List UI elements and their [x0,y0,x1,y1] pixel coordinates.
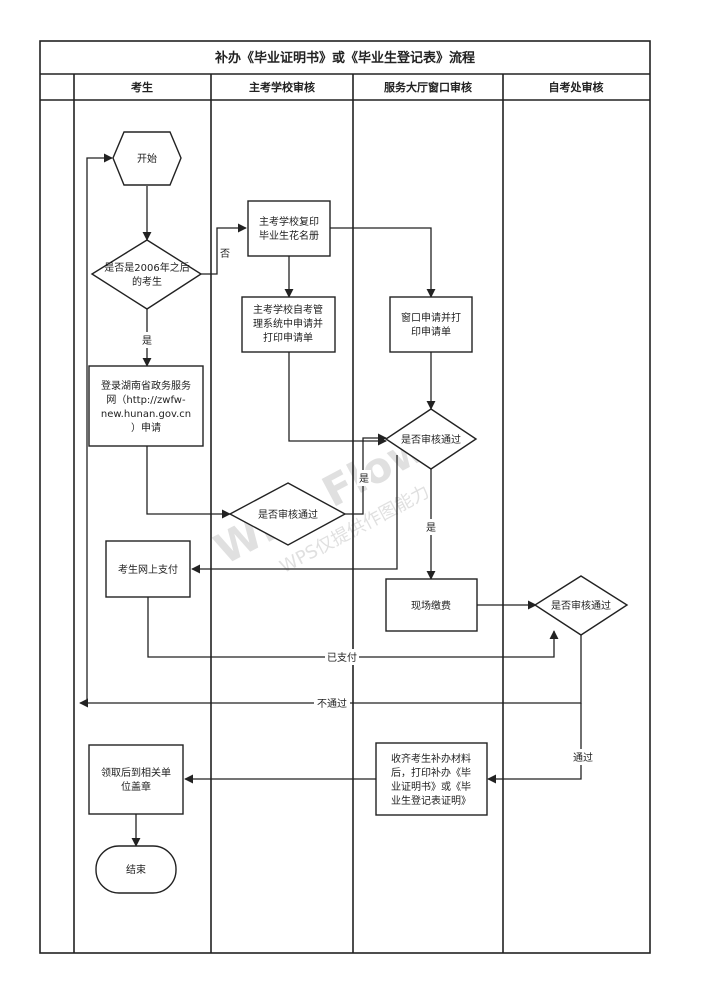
node-label: 毕业生花名册 [259,229,319,242]
node-decision-2006: 是否是2006年之后 的考生 [90,239,203,310]
node-label: 结束 [126,863,146,876]
node-label: 开始 [137,152,157,165]
node-onsite-pay: 现场缴费 [385,578,478,632]
node-school-check: 是否审核通过 [228,482,347,546]
edge-school-apply-to-window-check [288,352,387,446]
node-collect-materials: 收齐考生补办材料 后，打印补办《毕 业证明书》或《毕 业生登记表证明》 [375,742,488,816]
edge-label-pass: 通过 [573,751,593,764]
node-window-check: 是否审核通过 [384,408,478,470]
node-label: 领取后到相关单 [101,766,171,779]
edge-fail-back-to-start [86,153,113,703]
edge-label-no: 否 [220,248,230,260]
node-school-copy: 主考学校复印 毕业生花名册 [247,200,331,257]
process-shape [375,742,488,816]
process-shape [385,578,478,632]
node-final-check: 是否审核通过 [533,575,629,636]
edge-login-to-school-check [146,446,231,519]
process-shape [88,744,184,815]
node-window-apply: 窗口申请并打 印申请单 [389,296,473,353]
decision-shape [384,408,478,470]
process-shape [105,540,191,598]
node-label: 现场缴费 [411,599,451,612]
edge-label-fail: 不通过 [317,697,347,710]
node-login-apply: 登录湖南省政务服务 网（http://zwfw- new.hunan.gov.c… [88,365,204,447]
process-shape [241,296,336,353]
edge-labels: 否 是 是 是 已支付 不通过 通过 [140,245,595,765]
node-label: 主考学校复印 [259,215,319,228]
edge-label-yes: 是 [359,473,369,485]
node-label: 打印申请单 [263,331,313,344]
node-label: 是否审核通过 [258,508,318,521]
node-start: 开始 [112,131,182,186]
start-shape [112,131,182,186]
node-label: 印申请单 [411,325,451,338]
edge-label-yes: 是 [426,522,436,534]
swimlane-frame [39,40,651,954]
decision-shape [533,575,629,636]
edge-fail-return-line [79,635,582,708]
node-label: 是否是2006年之后 [104,261,189,274]
edge-pass-to-collect [487,703,582,784]
lane-header-school: 主考学校审核 [249,80,315,94]
edge-window-check-to-online-pay [191,455,398,574]
process-shape [247,200,331,257]
lane-header-service-hall: 服务大厅窗口审核 [384,80,472,94]
node-label: 网（http://zwfw- [106,394,186,406]
node-label: 主考学校自考管 [253,303,323,316]
edge-label-yes: 是 [142,335,152,347]
node-label: 的考生 [132,275,162,288]
node-label: 位盖章 [121,780,151,793]
node-end: 结束 [95,845,177,894]
node-label: 后，打印补办《毕 [391,766,471,779]
decision-shape [228,482,347,546]
node-school-apply: 主考学校自考管 理系统中申请并 打印申请单 [241,296,336,353]
node-stamp: 领取后到相关单 位盖章 [88,744,184,815]
process-shape [88,365,204,447]
node-label: 窗口申请并打 [401,311,461,324]
node-label: ）申请 [131,421,161,434]
node-label: 考生网上支付 [118,563,178,576]
node-label: new.hunan.gov.cn [101,409,191,420]
decision-shape [90,239,203,310]
node-label: 收齐考生补办材料 [391,752,471,765]
lane-header-exam-office: 自考处审核 [549,80,604,94]
node-label: 业生登记表证明》 [391,794,471,807]
node-label: 是否审核通过 [551,599,611,612]
node-label: 是否审核通过 [401,433,461,446]
outer-border [39,40,651,954]
node-label: 理系统中申请并 [253,317,323,330]
edge-label-paid: 已支付 [327,651,357,664]
lane-header-candidate: 考生 [131,80,153,94]
node-label: 登录湖南省政务服务 [101,379,191,392]
edge-online-pay-to-final-check [147,597,559,658]
edge-copy-to-window-apply [330,227,436,298]
process-shape [389,296,473,353]
edge-decision-to-school-copy [201,223,247,275]
node-label: 业证明书》或《毕 [391,780,471,793]
terminal-shape [95,845,177,894]
node-online-pay: 考生网上支付 [105,540,191,598]
diagram-title: 补办《毕业证明书》或《毕业生登记表》流程 [214,50,475,66]
